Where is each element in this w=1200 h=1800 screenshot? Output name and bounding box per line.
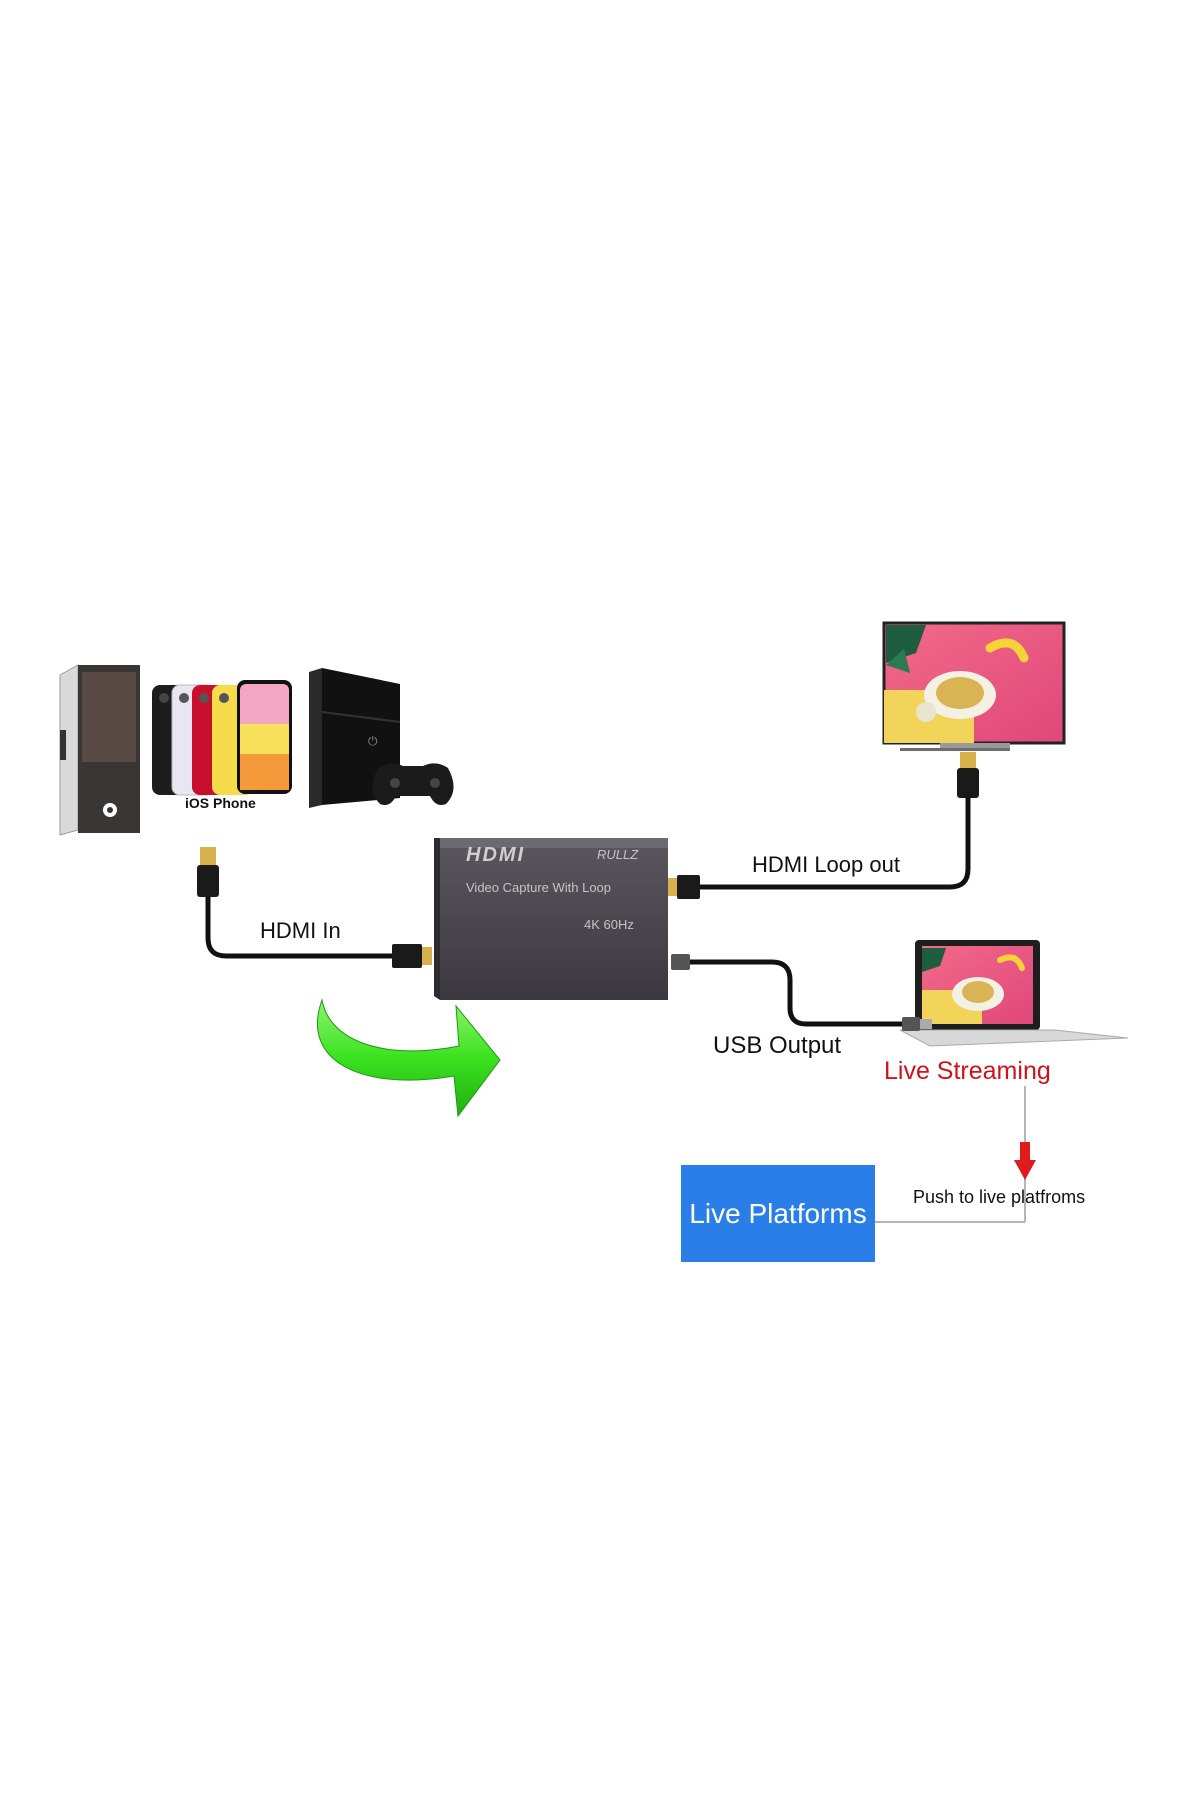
device-logo: HDMI (466, 844, 525, 866)
device-spec: 4K 60Hz (584, 917, 634, 932)
hdmi-loop-out-label: HDMI Loop out (752, 852, 900, 877)
smartphones-icon (152, 680, 292, 796)
hdmi-in-label: HDMI In (260, 918, 341, 943)
hdmi-loop-cable (667, 752, 979, 899)
usb-output-label: USB Output (713, 1032, 842, 1059)
device-brand: RULLZ (597, 847, 639, 862)
curved-arrow-icon (317, 998, 501, 1118)
hdmi-in-cable (197, 847, 432, 968)
usb-cable (671, 954, 932, 1031)
laptop-icon (899, 940, 1129, 1047)
capture-device: HDMI RULLZ Video Capture With Loop 4K 60… (434, 838, 668, 1000)
live-streaming-label: Live Streaming (884, 1057, 1051, 1085)
gamepad-icon (372, 763, 454, 805)
ios-phone-label: iOS Phone (185, 795, 256, 811)
svg-text:⏻: ⏻ (368, 734, 378, 748)
desktop-tower-icon (59, 664, 140, 836)
live-platforms-label: Live Platforms (689, 1197, 867, 1229)
push-to-live-label: Push to live platfroms (913, 1187, 1086, 1207)
down-arrow-icon (1014, 1142, 1036, 1180)
device-model: Video Capture With Loop (466, 880, 611, 895)
live-platforms-box: Live Platforms (681, 1165, 875, 1262)
tv-icon (882, 621, 1066, 751)
